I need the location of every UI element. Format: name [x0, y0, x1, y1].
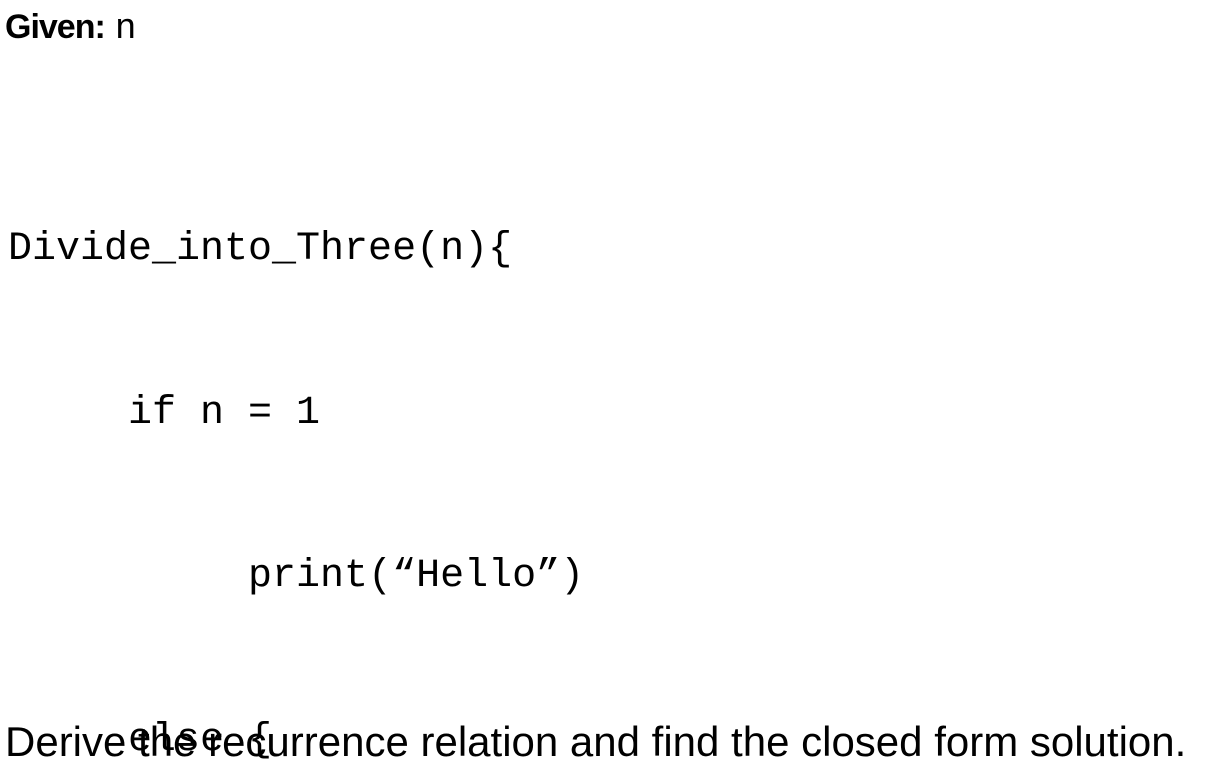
given-line: Given: n: [5, 10, 136, 47]
pseudocode-block: Divide_into_Three(n){ if n = 1 print(“He…: [8, 114, 776, 780]
given-value: n: [114, 8, 137, 49]
question-text: Derive the recurrence relation and find …: [5, 718, 1187, 765]
given-label: Given:: [5, 8, 106, 46]
code-line-if: if n = 1: [8, 390, 321, 436]
code-line-function-header: Divide_into_Three(n){: [8, 227, 513, 272]
code-line-else: else {: [8, 717, 273, 763]
code-line-print-base: print(“Hello”): [8, 554, 585, 599]
